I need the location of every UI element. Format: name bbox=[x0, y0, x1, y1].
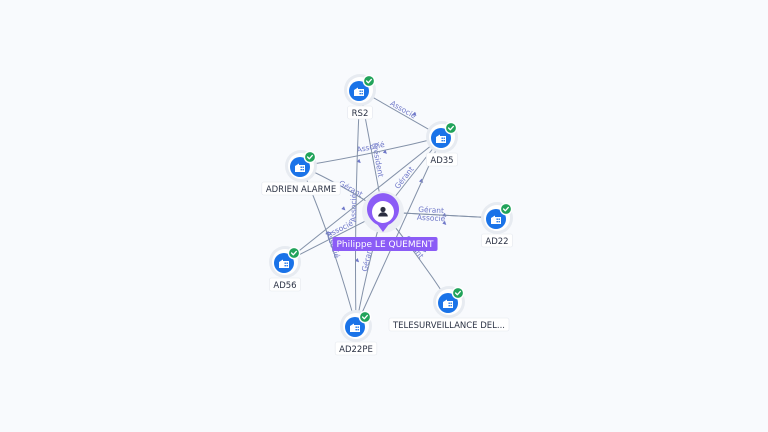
verified-check-icon bbox=[362, 74, 376, 88]
edge-label: Gérant bbox=[393, 165, 416, 191]
company-node-adrien[interactable]: ADRIEN ALARME bbox=[261, 150, 341, 196]
node-label: AD56 bbox=[273, 281, 296, 291]
company-node-ad22[interactable]: AD22 bbox=[481, 202, 513, 248]
company-node-ad56[interactable]: AD56 bbox=[269, 246, 301, 292]
center-node[interactable]: Philippe LE QUEMENT bbox=[332, 191, 438, 251]
verified-check-icon bbox=[444, 121, 458, 135]
node-label-box bbox=[426, 152, 458, 167]
company-node-rs2[interactable]: RS2 bbox=[344, 74, 376, 120]
node-label-box bbox=[347, 105, 373, 120]
building-icon bbox=[436, 134, 446, 143]
edge-label: Gérant bbox=[418, 205, 444, 215]
node-label-box bbox=[334, 341, 378, 356]
person-icon bbox=[378, 206, 388, 217]
building-icon bbox=[350, 323, 360, 332]
verified-check-icon bbox=[499, 202, 513, 216]
node-label: AD22PE bbox=[339, 345, 373, 355]
edge-line bbox=[284, 136, 443, 263]
center-label-box bbox=[332, 237, 438, 251]
node-label: AD35 bbox=[430, 156, 453, 166]
node-label: TELESURVEILLANCE DEL... bbox=[392, 321, 505, 331]
building-icon bbox=[354, 87, 364, 96]
edge-line bbox=[300, 136, 443, 167]
company-node-ad22pe[interactable]: AD22PE bbox=[334, 310, 378, 356]
node-label-box bbox=[388, 317, 510, 332]
edge-line bbox=[355, 89, 361, 327]
node-label-box bbox=[269, 277, 301, 292]
edge-label: Associé bbox=[417, 213, 446, 223]
company-node-ad35[interactable]: AD35 bbox=[426, 121, 458, 167]
verified-check-icon bbox=[358, 310, 372, 324]
edge bbox=[284, 136, 443, 263]
building-icon bbox=[295, 163, 305, 172]
node-label: ADRIEN ALARME bbox=[266, 185, 336, 195]
verified-check-icon bbox=[287, 246, 301, 260]
company-node-telesurv[interactable]: TELESURVEILLANCE DEL... bbox=[388, 286, 510, 332]
node-label-box bbox=[481, 233, 513, 248]
node-label-box bbox=[261, 181, 341, 196]
center-label: Philippe LE QUEMENT bbox=[336, 240, 434, 250]
node-label: AD22 bbox=[485, 237, 508, 247]
edge-label: Associé bbox=[389, 99, 418, 121]
verified-check-icon bbox=[303, 150, 317, 164]
verified-check-icon bbox=[451, 286, 465, 300]
building-icon bbox=[279, 259, 289, 268]
node-label: RS2 bbox=[352, 109, 369, 119]
building-icon bbox=[443, 299, 453, 308]
building-icon bbox=[491, 215, 501, 224]
